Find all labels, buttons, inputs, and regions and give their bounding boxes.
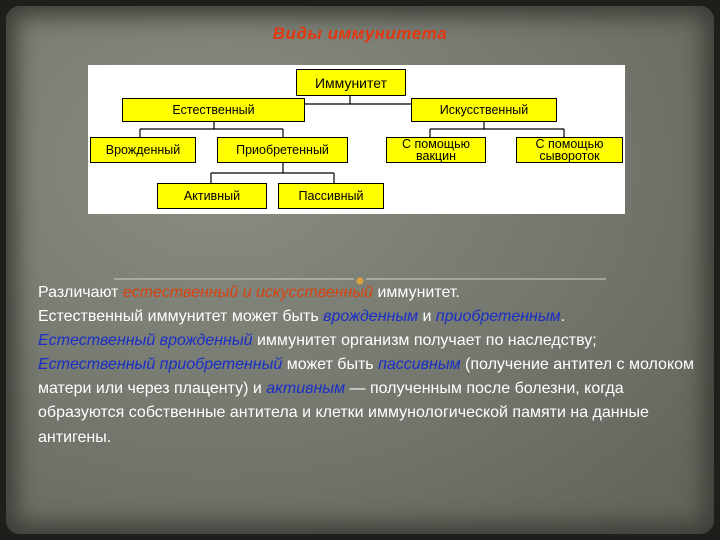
box-passive: Пассивный — [278, 183, 384, 209]
emph-natural: естественный — [122, 284, 239, 301]
text-span: (получение антител с молоком матери или … — [38, 356, 695, 398]
separator-dot — [356, 277, 364, 285]
emph-and: и — [238, 284, 257, 301]
text-span: иммунитет организм получает по наследств… — [252, 332, 597, 350]
slide-title: Виды иммунитета — [272, 24, 448, 43]
emph-innate: врожденным — [323, 308, 419, 326]
immunity-diagram: Иммунитет Естественный Искусственный Вро… — [88, 65, 625, 214]
text-span: Естественный иммунитет может быть — [38, 308, 324, 326]
text-span: . — [560, 308, 566, 326]
emph-artificial: искусственный — [256, 284, 373, 301]
box-acquired: Приобретенный — [217, 137, 348, 163]
emph-active: активным — [266, 380, 346, 398]
box-artificial: Искусственный — [411, 98, 557, 122]
body-text: Различают естественный и искусственный и… — [38, 281, 698, 450]
text-span: и — [418, 308, 436, 326]
box-innate: Врожденный — [90, 137, 196, 163]
box-active: Активный — [157, 183, 267, 209]
paragraph-3: Естественный врожденный иммунитет органи… — [38, 329, 698, 353]
text-span: Различают — [38, 284, 123, 301]
emph-acquired: приобретенным — [435, 308, 561, 326]
text-span: — полученным после болезни, когда образу… — [38, 380, 649, 446]
text-span: иммунитет. — [373, 284, 460, 301]
box-natural: Естественный — [122, 98, 305, 122]
paragraph-2: Естественный иммунитет может быть врожде… — [38, 305, 698, 329]
emph-natural-innate: Естественный врожденный — [38, 332, 253, 350]
emph-natural-acquired: Естественный приобретенный — [38, 356, 283, 374]
text-span: может быть — [282, 356, 379, 374]
box-immunity: Иммунитет — [296, 69, 406, 96]
separator-line — [114, 277, 606, 285]
emph-passive: пассивным — [378, 356, 461, 374]
box-serum: С помощью сывороток — [516, 137, 623, 163]
box-vaccine: С помощью вакцин — [386, 137, 486, 163]
paragraph-4: Естественный приобретенный может быть па… — [38, 353, 698, 449]
paragraph-1: Различают естественный и искусственный и… — [38, 281, 698, 305]
